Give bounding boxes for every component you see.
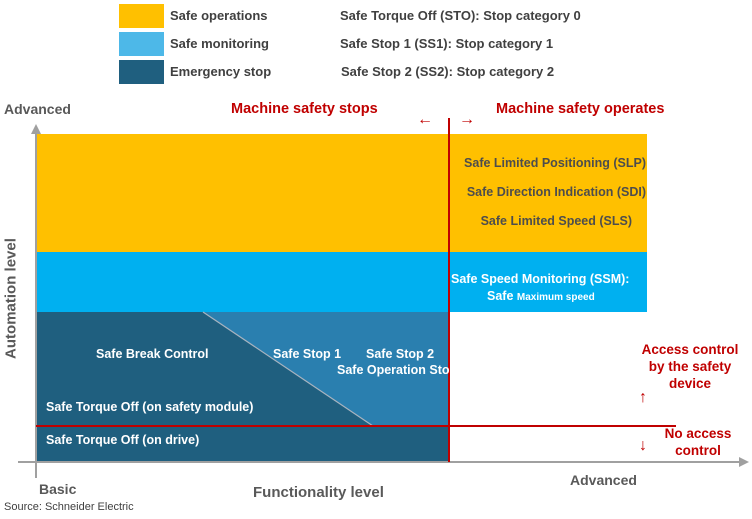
label-sto-module: Safe Torque Off (on safety module) [46, 400, 254, 414]
label-ss1: Safe Stop 1 [273, 347, 342, 361]
x-axis-start-label: Basic [39, 481, 77, 497]
legend-label-safe-monitoring: Safe monitoring [170, 36, 269, 51]
label-safe: Safe [487, 289, 514, 303]
band-safe-monitoring [36, 252, 647, 312]
legend-category-ss2: Safe Stop 2 (SS2): Stop category 2 [341, 64, 555, 79]
label-safe-break-control: Safe Break Control [96, 347, 209, 361]
label-sdi: Safe Direction Indication (SDI) [466, 185, 646, 199]
legend-swatch-emergency-stop [119, 60, 164, 84]
label-ssm-safe: Safe Maximum speed [487, 289, 595, 303]
legend-label-safe-operations: Safe operations [170, 8, 268, 23]
label-sls: Safe Limited Speed (SLS) [480, 214, 632, 228]
arrow-up-icon: ↑ [639, 389, 647, 406]
legend-category-sto: Safe Torque Off (STO): Stop category 0 [340, 8, 581, 23]
legend-swatch-safe-monitoring [119, 32, 164, 56]
label-maximum-speed: Maximum speed [516, 292, 595, 303]
legend-label-emergency-stop: Emergency stop [170, 64, 272, 79]
zone-label-machine-safety-stops: Machine safety stops [231, 101, 378, 117]
label-slp: Safe Limited Positioning (SLP) [464, 156, 646, 170]
band-emergency-dark [36, 312, 373, 426]
y-axis-top-label: Advanced [4, 101, 71, 117]
arrow-right-icon: → [459, 111, 475, 128]
y-axis-arrowhead [31, 124, 41, 134]
band-sto-drive [36, 426, 449, 462]
label-ssm: Safe Speed Monitoring (SSM): [451, 272, 630, 286]
arrow-down-icon: ↓ [639, 437, 647, 454]
ss1-divider [202, 311, 374, 427]
label-ss2: Safe Stop 2 [366, 347, 435, 361]
band-safe-operations [36, 134, 647, 252]
legend-category-ss1: Safe Stop 1 (SS1): Stop category 1 [340, 36, 554, 51]
x-axis-arrowhead [739, 457, 749, 467]
zone-label-machine-safety-operates: Machine safety operates [496, 101, 665, 117]
band-emergency-light [203, 312, 449, 426]
arrow-left-icon: ← [417, 111, 433, 128]
source-note: Source: Schneider Electric [4, 501, 134, 513]
legend-swatch-safe-operations [119, 4, 164, 28]
label-sto-drive: Safe Torque Off (on drive) [46, 433, 200, 447]
x-axis-end-label: Advanced [570, 472, 637, 488]
label-access-control: Access control by the safety device [641, 342, 739, 391]
label-no-access-control: No access control [664, 426, 732, 458]
x-axis-title: Functionality level [253, 484, 384, 501]
label-sos: Safe Operation Stop [337, 363, 458, 377]
